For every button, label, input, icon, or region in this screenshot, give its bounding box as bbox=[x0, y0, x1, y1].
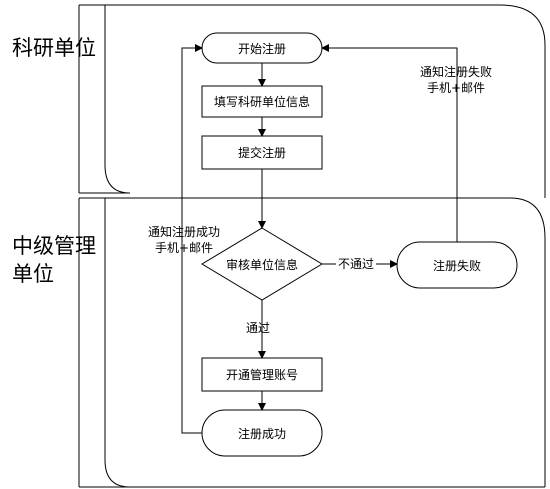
edge-success-start bbox=[181, 44, 203, 434]
notify-fail-line-1: 通知注册失败 bbox=[419, 65, 492, 79]
edge-label-reject: 不通过 bbox=[336, 256, 377, 272]
submit-node-shape[interactable] bbox=[201, 135, 323, 170]
edge-label-notify-success: 通知注册成功 手机+邮件 bbox=[138, 224, 230, 256]
edge-fail-start bbox=[321, 44, 458, 242]
start-node-label: 开始注册 bbox=[237, 41, 286, 56]
open-account-node-shape[interactable] bbox=[201, 357, 323, 392]
notify-fail-line-2: 手机+邮件 bbox=[426, 81, 486, 95]
notify-success-line-1: 通知注册成功 bbox=[147, 225, 220, 239]
lane-label-mid: 中级管理 单位 bbox=[12, 232, 96, 288]
edge-label-pass: 通过 bbox=[246, 321, 271, 335]
edge-label-notify-fail: 通知注册失败 手机+邮件 bbox=[410, 64, 502, 96]
swimlane-research bbox=[78, 4, 546, 198]
swimlane-mid bbox=[78, 197, 546, 488]
open-account-node-label: 开通管理账号 bbox=[225, 368, 298, 382]
fail-node-label: 注册失败 bbox=[432, 258, 481, 273]
lane-label-mid-line-1: 中级管理 bbox=[12, 234, 96, 258]
review-node-label: 审核单位信息 bbox=[225, 257, 298, 272]
submit-node-label: 提交注册 bbox=[237, 146, 286, 160]
lane-label-research: 科研单位 bbox=[12, 34, 96, 62]
lane-label-research-line: 科研单位 bbox=[12, 36, 96, 60]
notify-success-line-2: 手机+邮件 bbox=[154, 241, 214, 255]
success-node-label: 注册成功 bbox=[237, 426, 286, 441]
fill-info-node-label: 填写科研单位信息 bbox=[213, 95, 310, 109]
lane-label-mid-line-2: 单位 bbox=[12, 262, 54, 286]
